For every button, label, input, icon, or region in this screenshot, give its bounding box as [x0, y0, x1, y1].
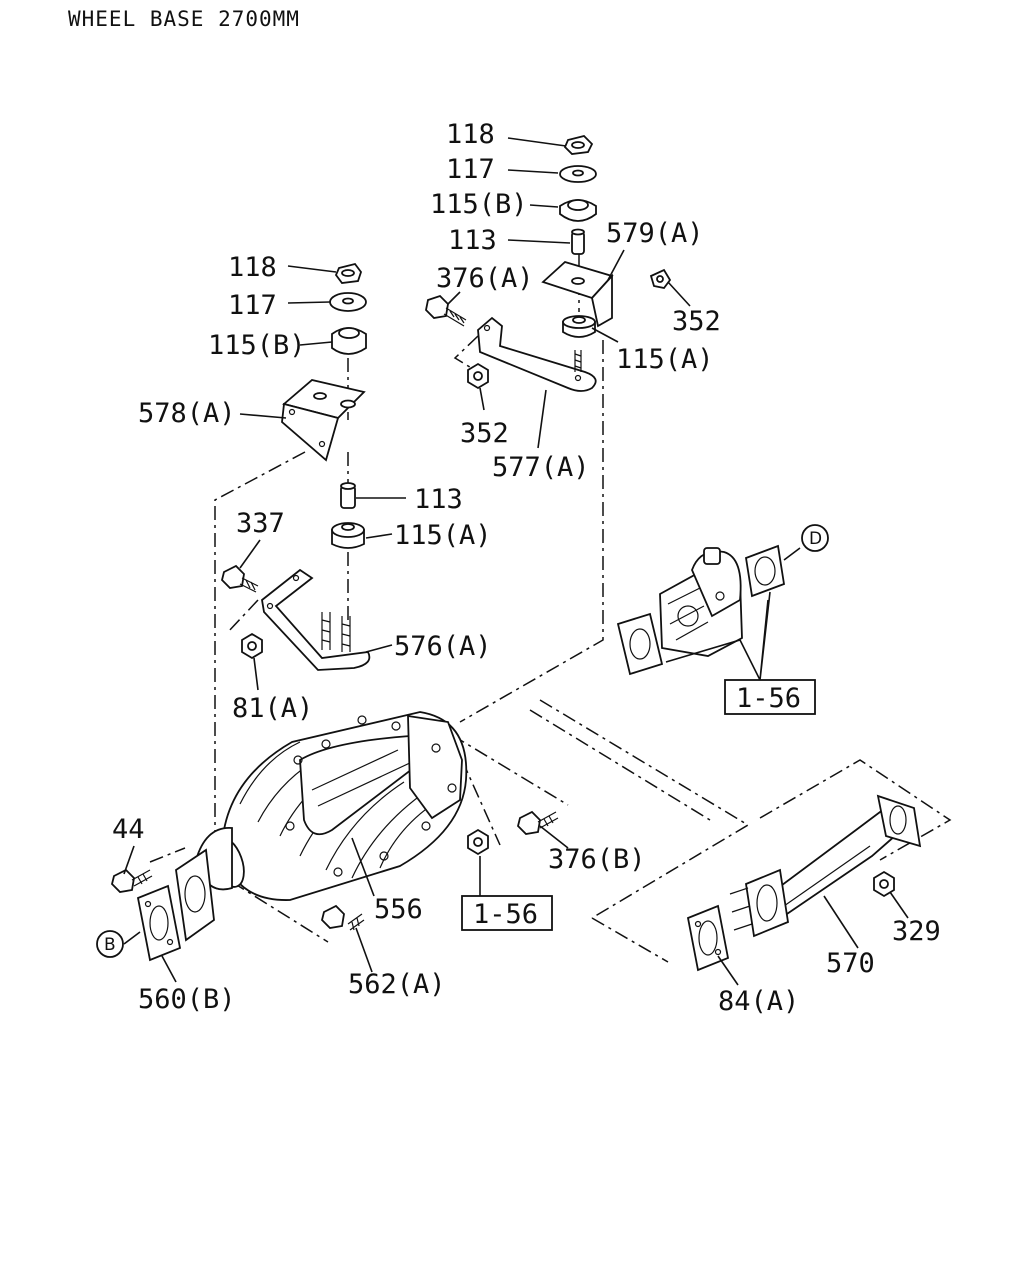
leader-lines: [123, 137, 909, 986]
rubber-115b-left: [331, 327, 367, 355]
label-376b: 376(B): [548, 844, 646, 875]
label-570: 570: [826, 948, 875, 979]
label-352-right: 352: [672, 306, 721, 337]
gasket-84a: [686, 904, 730, 972]
bracket-578a: [281, 379, 366, 462]
ref-1-56-lower: 1-56: [473, 899, 538, 930]
bolt-337: [221, 564, 259, 593]
nut-81a: [241, 632, 263, 660]
label-556: 556: [374, 894, 423, 925]
nut-352-upper-right: [649, 268, 672, 289]
rubber-115a-left: [331, 522, 365, 549]
label-560b: 560(B): [138, 984, 236, 1015]
label-577a: 577(A): [492, 452, 590, 483]
label-115b-left: 115(B): [208, 330, 306, 361]
gasket-560b: [136, 884, 182, 962]
label-576a: 576(A): [394, 631, 492, 662]
marker-b-text: B: [104, 935, 116, 955]
flange-pipe-570-rear: [876, 794, 922, 848]
collar-113-right: [571, 228, 585, 255]
label-376a: 376(A): [436, 263, 534, 294]
label-115a-right: 115(A): [616, 344, 714, 375]
reference-box-upper: 1-56: [724, 679, 816, 715]
catalytic-converter-556: [195, 711, 468, 901]
nut-118-left: [334, 262, 363, 284]
label-117-left: 117: [228, 290, 277, 321]
washer-117-right: [559, 165, 597, 183]
gasket-lower-turbo: [616, 612, 664, 676]
ref-1-56-upper: 1-56: [736, 683, 801, 714]
label-117-right: 117: [446, 154, 495, 185]
rubber-115a-right: [562, 315, 596, 338]
bolt-44: [111, 868, 153, 893]
label-115a-left: 115(A): [394, 520, 492, 551]
label-84a: 84(A): [718, 986, 799, 1017]
label-337: 337: [236, 508, 285, 539]
rubber-115b-right: [559, 199, 597, 222]
bracket-579a: [541, 260, 614, 328]
stud-562a: [321, 904, 365, 931]
marker-b: B: [96, 930, 124, 958]
nut-near-1-56: [467, 828, 489, 856]
nut-352-mid: [467, 362, 489, 390]
label-562a: 562(A): [348, 969, 446, 1000]
label-329: 329: [892, 916, 941, 947]
label-118-right: 118: [446, 119, 495, 150]
label-352-mid: 352: [460, 418, 509, 449]
label-44: 44: [112, 814, 145, 845]
turbo-outlet-assembly: [659, 547, 743, 657]
bolt-376a: [425, 294, 467, 327]
label-578a: 578(A): [138, 398, 236, 429]
gasket-upper-right-d: [744, 544, 786, 598]
collar-113-left: [340, 482, 356, 509]
label-579a: 579(A): [606, 218, 704, 249]
label-118-left: 118: [228, 252, 277, 283]
label-113-left: 113: [414, 484, 463, 515]
bracket-577a: [477, 316, 597, 392]
part-labels: 118 117 115(B) 113 579(A) 376(A) 352 115…: [112, 119, 941, 1017]
label-113-right: 113: [448, 225, 497, 256]
marker-d-text: D: [809, 529, 822, 549]
label-81a: 81(A): [232, 693, 313, 724]
bracket-576a: [261, 568, 371, 671]
washer-117-left: [329, 292, 367, 312]
flange-pipe-570-front: [729, 868, 789, 938]
nut-329: [873, 870, 895, 898]
diagram-title: WHEEL BASE 2700MM: [68, 7, 300, 31]
marker-d: D: [801, 524, 829, 552]
label-115b-right: 115(B): [430, 189, 528, 220]
reference-box-lower: 1-56: [461, 895, 553, 931]
flange-converter-inlet: [175, 848, 215, 942]
bolt-376b: [517, 810, 559, 835]
nut-118-right: [563, 135, 594, 155]
